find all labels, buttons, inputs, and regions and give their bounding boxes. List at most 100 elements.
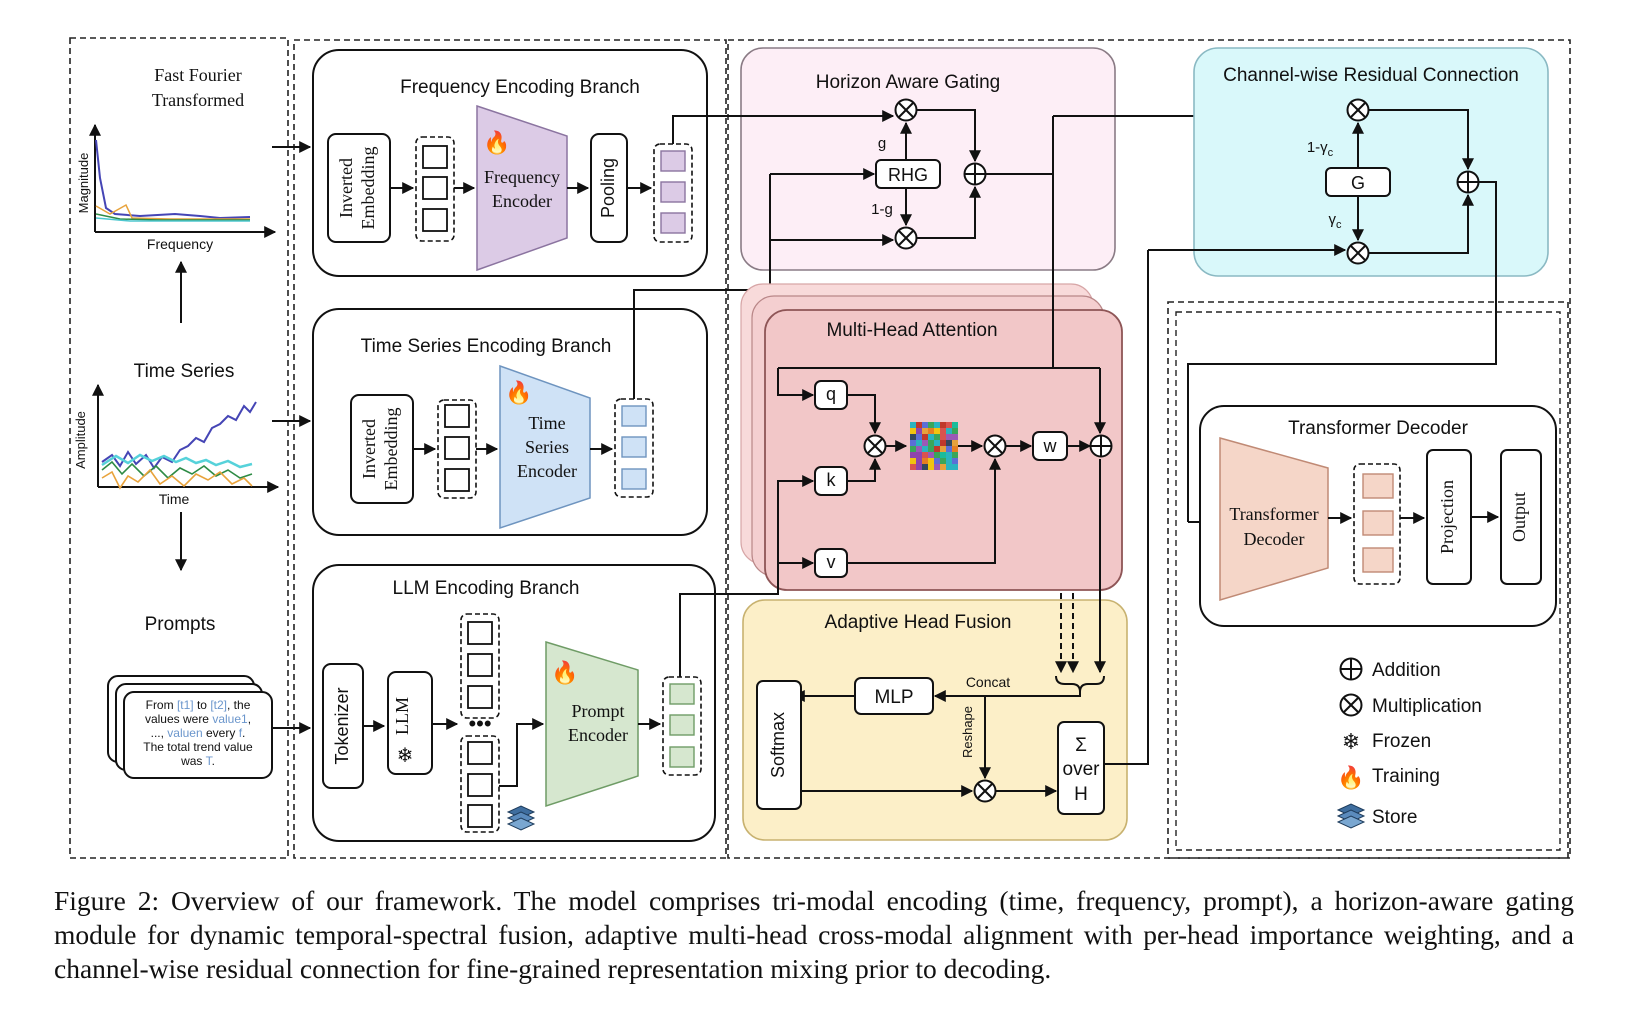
legend: Addition Multiplication ❄ Frozen 🔥 Train… xyxy=(1336,657,1482,829)
mha-title: Multi-Head Attention xyxy=(826,320,997,341)
ellipsis-dots: ••• xyxy=(468,711,491,736)
one-minus-g-label: 1-g xyxy=(871,201,893,218)
ts-title: Time Series xyxy=(134,361,235,382)
rhg-box xyxy=(875,159,941,189)
svg-text:v: v xyxy=(827,552,836,572)
svg-text:H: H xyxy=(1074,784,1088,805)
sum-over-h-box xyxy=(1057,721,1105,815)
svg-text:G: G xyxy=(1351,173,1365,193)
heatmap-cell xyxy=(922,440,928,446)
frequency-branch-title: Frequency Encoding Branch xyxy=(400,77,640,98)
heatmap-cell xyxy=(916,428,922,434)
fft-curve-green xyxy=(95,213,250,221)
heatmap-cell xyxy=(934,440,940,446)
heatmap-cell xyxy=(952,452,958,458)
ts-line-blue xyxy=(101,401,257,470)
heatmap-cell xyxy=(934,446,940,452)
heatmap-cell xyxy=(916,422,922,428)
heatmap-cell xyxy=(928,452,934,458)
residual-addition xyxy=(1456,170,1480,194)
heatmap-cell xyxy=(928,434,934,440)
svg-text:over: over xyxy=(1063,759,1101,780)
fire-icon: 🔥 xyxy=(551,660,578,685)
heatmap-cell xyxy=(916,446,922,452)
svg-text:Softmax: Softmax xyxy=(768,712,788,778)
svg-text:Projection: Projection xyxy=(1437,480,1457,554)
ts-line-green xyxy=(101,460,253,480)
prompt-encoder xyxy=(545,640,639,808)
svg-text:Frequency: Frequency xyxy=(484,167,560,187)
ts-line-orange xyxy=(101,468,253,490)
fft-curve-orange xyxy=(95,203,250,220)
decoder-title: Transformer Decoder xyxy=(1288,418,1469,439)
framework-diagram: Fast Fourier Transformed Magnitude Frequ… xyxy=(69,37,1571,859)
addition-icon xyxy=(1339,657,1363,681)
heatmap-cell xyxy=(916,440,922,446)
heatmap-cell xyxy=(934,452,940,458)
heatmap-cell xyxy=(934,434,940,440)
svg-text:Embedding: Embedding xyxy=(358,147,378,230)
heatmap-cell xyxy=(946,464,952,470)
ts-ylabel: Amplitude xyxy=(73,411,88,469)
attention-heatmap xyxy=(910,422,958,470)
prompt-line-2: values were value1, xyxy=(145,712,251,726)
heatmap-cell xyxy=(940,458,946,464)
llm-branch-title: LLM Encoding Branch xyxy=(393,578,580,599)
heatmap-cell xyxy=(952,434,958,440)
channel-wise-residual: Channel-wise Residual Connection G 1-γc … xyxy=(1193,47,1549,277)
heatmap-cell xyxy=(922,458,928,464)
reshape-label: Reshape xyxy=(960,706,975,758)
time-series-plot: Time Series Amplitude Time xyxy=(73,361,280,507)
gamma-label: γc xyxy=(1329,211,1343,231)
heatmap-cell xyxy=(910,446,916,452)
frequency-branch: Frequency Encoding Branch Inverted Embed… xyxy=(312,49,708,277)
prompt-cards: From [t1] to [t2], the values were value… xyxy=(107,675,273,779)
svg-text:Σ: Σ xyxy=(1075,735,1087,756)
transformer-decoder: Transformer Decoder Transformer Decoder … xyxy=(1199,405,1557,627)
heatmap-cell xyxy=(928,464,934,470)
heatmap-cell xyxy=(940,440,946,446)
prompt-line-5: was T. xyxy=(180,754,215,768)
snowflake-icon: ❄ xyxy=(397,745,414,767)
gating-addition xyxy=(963,162,987,186)
heatmap-cell xyxy=(952,422,958,428)
svg-text:Prompt: Prompt xyxy=(571,701,624,721)
legend-store: Store xyxy=(1372,807,1417,828)
fire-icon: 🔥 xyxy=(505,380,532,405)
svg-text:Decoder: Decoder xyxy=(1244,529,1305,549)
decoder-panel xyxy=(1167,301,1569,859)
svg-text:Output: Output xyxy=(1509,492,1529,542)
concat-label: Concat xyxy=(966,674,1010,690)
svg-text:q: q xyxy=(826,384,836,404)
frozen-icon: ❄ xyxy=(1342,729,1360,754)
svg-text:Inverted: Inverted xyxy=(359,419,379,479)
mha-multiply-v xyxy=(983,434,1007,458)
heatmap-cell xyxy=(928,428,934,434)
one-minus-gamma-label: 1-γc xyxy=(1307,139,1334,159)
heatmap-cell xyxy=(946,422,952,428)
heatmap-cell xyxy=(946,440,952,446)
svg-text:Time: Time xyxy=(528,413,565,433)
prompts-title: Prompts xyxy=(145,614,216,635)
decoder-block xyxy=(1219,437,1329,602)
heatmap-cell xyxy=(940,464,946,470)
heatmap-cell xyxy=(946,428,952,434)
svg-text:Embedding: Embedding xyxy=(381,408,401,491)
frequency-encoder xyxy=(476,104,568,272)
heatmap-cell xyxy=(946,446,952,452)
g-label: g xyxy=(878,135,886,152)
heatmap-cell xyxy=(916,458,922,464)
svg-text:Transformer: Transformer xyxy=(1229,504,1318,524)
heatmap-cell xyxy=(946,458,952,464)
heatmap-cell xyxy=(910,458,916,464)
svg-text:Encoder: Encoder xyxy=(492,191,552,211)
fft-curve-cyan xyxy=(95,217,250,222)
heatmap-cell xyxy=(922,422,928,428)
multi-head-attention: Multi-Head Attention q k v w xyxy=(740,283,1123,591)
heatmap-cell xyxy=(922,464,928,470)
fire-icon: 🔥 xyxy=(483,130,510,155)
output-box xyxy=(1500,449,1542,585)
fft-xlabel: Frequency xyxy=(147,236,213,252)
svg-text:RHG: RHG xyxy=(888,165,928,185)
encoders-panel xyxy=(293,39,727,859)
